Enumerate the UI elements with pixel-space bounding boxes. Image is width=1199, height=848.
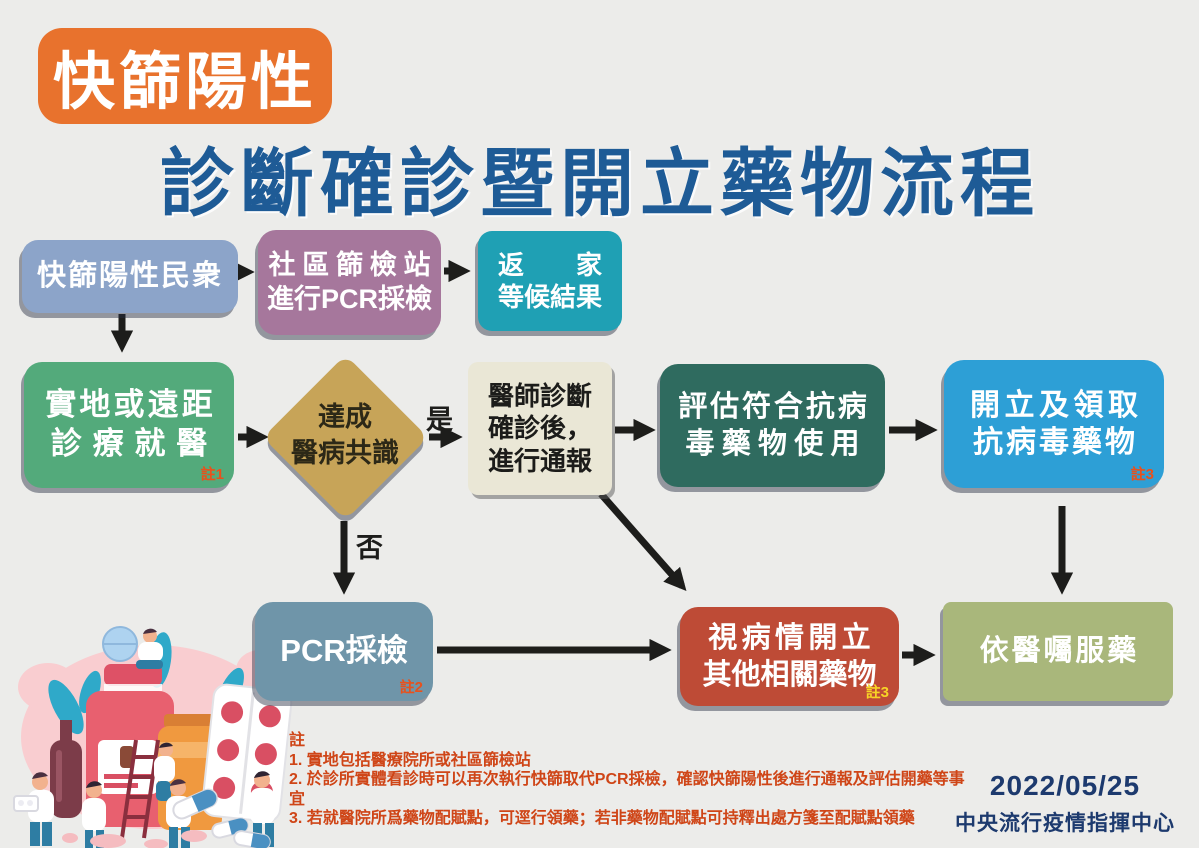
note-ref-1: 註1 <box>200 466 224 484</box>
node-take-medication-as-directed: 依醫囑服藥 <box>943 602 1173 701</box>
node-other-related-medication: 視病情開立 其他相關藥物 註3 <box>680 607 899 706</box>
node-pcr-test: PCR採檢 註2 <box>255 602 433 701</box>
rapid-test-positive-badge: 快篩陽性 <box>38 28 332 124</box>
person-figure <box>154 742 175 801</box>
footnote-item-1: 1. 實地包括醫療院所或社區篩檢站 <box>289 751 531 769</box>
footnote-item-2: 2. 於診所實體看診時可以再次執行快篩取代PCR採檢，確認快篩陽性後進行通報及評… <box>289 771 965 808</box>
node-return-home-wait: 返 家 等候結果 <box>478 231 622 331</box>
node-doctor-diagnosis-report: 醫師診斷 確診後， 進行通報 <box>468 362 612 495</box>
ladder-icon <box>120 739 160 839</box>
note-ref-3-yellow: 註3 <box>865 684 889 702</box>
node-onsite-or-remote-care: 實地或遠距 診療就醫 註1 <box>24 362 234 488</box>
footer-block: 2022/05/25 中央流行疫情指揮中心 <box>942 770 1188 837</box>
arrow-diagnosis-to-other-meds <box>598 491 687 592</box>
badge-label: 快篩陽性 <box>52 48 317 117</box>
footnote-item-3: 3. 若就醫院所爲藥物配賦點，可逕行領藥；若非藥物配賦點可持釋出處方箋至配賦點領… <box>289 810 915 827</box>
branch-label-yes: 是 <box>426 405 453 435</box>
organization-name: 中央流行疫情指揮中心 <box>955 812 1175 835</box>
node-rapid-test-positive-public: 快篩陽性民衆 <box>22 240 238 313</box>
note-ref-2: 註2 <box>399 679 423 697</box>
person-figure <box>13 772 54 846</box>
publish-date: 2022/05/25 <box>989 770 1141 801</box>
person-figure <box>102 626 163 669</box>
page-title: 診斷確診暨開立藥物流程 <box>160 142 1040 225</box>
node-community-screening-station: 社區篩檢站 進行PCR採檢 <box>258 230 441 335</box>
medicine-illustration <box>13 626 293 848</box>
footnotes-title: 註 <box>289 732 306 749</box>
tablet-icon <box>62 830 207 848</box>
node-prescribe-collect-antiviral: 開立及領取 抗病毒藥物 註3 <box>944 360 1164 488</box>
footnotes-block: 註 1. 實地包括醫療院所或社區篩檢站 2. 於診所實體看診時可以再次執行快篩取… <box>289 731 969 829</box>
ampoule-bottle-icon <box>50 720 82 818</box>
person-figure <box>166 779 218 848</box>
note-ref-3: 註3 <box>1130 466 1154 484</box>
node-evaluate-antiviral-use: 評估符合抗病 毒藥物使用 <box>660 364 885 487</box>
node-consensus-decision-label: 達成 醫病共識 <box>291 402 399 469</box>
branch-label-no: 否 <box>356 533 383 563</box>
capsule-icon <box>211 817 271 848</box>
